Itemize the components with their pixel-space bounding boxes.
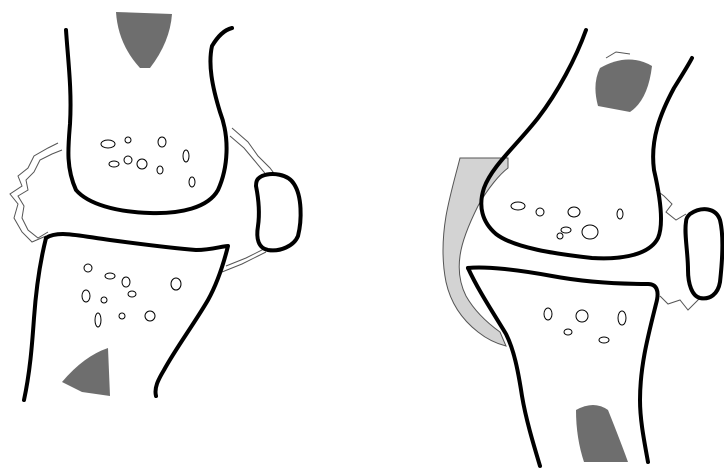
left-femur-pores xyxy=(101,137,195,187)
left-capsule-outer-line xyxy=(10,143,58,242)
right-femur-pore xyxy=(511,202,525,210)
right-tibia-pore xyxy=(564,329,572,335)
left-tibia-pore xyxy=(105,273,115,279)
left-knee xyxy=(10,12,301,400)
left-femur-pore xyxy=(109,161,119,167)
left-patella xyxy=(256,174,301,250)
left-tibia-pore xyxy=(122,277,130,287)
right-tibia-pore xyxy=(544,308,552,320)
left-tibia-pore xyxy=(82,290,90,302)
left-femur-pore xyxy=(125,137,131,143)
left-tibia-pore xyxy=(145,311,155,321)
right-femur-pore xyxy=(557,233,563,239)
left-tibia-pore xyxy=(101,297,107,303)
right-femur-pore xyxy=(536,208,544,216)
left-tibia-pore xyxy=(128,291,136,297)
right-femur-marrow xyxy=(595,59,652,112)
left-joint-capsule xyxy=(10,128,276,272)
left-femur-pore xyxy=(101,140,115,148)
right-tibia-marrow xyxy=(576,405,628,462)
right-tibia-pores xyxy=(544,308,626,343)
left-femur-pore xyxy=(137,159,147,169)
right-femur-pores xyxy=(511,202,623,239)
right-femur-pore xyxy=(568,207,580,217)
right-femur-pore xyxy=(582,225,598,239)
left-capsule-front-lower-inner xyxy=(222,252,266,272)
left-tibia-marrow xyxy=(62,348,110,396)
left-femur-pore xyxy=(157,166,163,174)
right-capsule-front-lower xyxy=(660,296,700,310)
right-knee xyxy=(443,30,722,466)
left-tibia-back-edge xyxy=(24,238,46,400)
right-tibia-pore xyxy=(576,310,588,322)
left-tibia-pore xyxy=(171,278,181,290)
right-tibia-outline xyxy=(468,267,658,462)
left-capsule-front-upper-inner xyxy=(230,136,268,178)
right-capsule-top xyxy=(606,52,630,58)
left-femur-pore xyxy=(124,156,132,164)
left-femur-marrow xyxy=(116,12,172,68)
right-femur-outline xyxy=(481,30,692,258)
left-femur-pore xyxy=(183,150,189,162)
right-tibia-back-edge xyxy=(468,268,540,466)
left-capsule-inner-line xyxy=(18,150,62,238)
right-patella xyxy=(685,209,722,298)
left-capsule-front-upper-outer xyxy=(232,128,276,176)
right-femur-pore xyxy=(617,209,623,219)
left-femur-pore xyxy=(158,137,166,147)
left-tibia-pore xyxy=(95,313,101,327)
left-tibia-pore xyxy=(119,313,125,319)
left-tibia-pores xyxy=(82,264,181,327)
right-femur-pore xyxy=(561,227,571,233)
left-tibia-pore xyxy=(84,264,92,272)
left-femur-pore xyxy=(189,177,195,187)
right-tibia-pore xyxy=(618,311,626,325)
right-tibia-pore xyxy=(599,337,609,343)
